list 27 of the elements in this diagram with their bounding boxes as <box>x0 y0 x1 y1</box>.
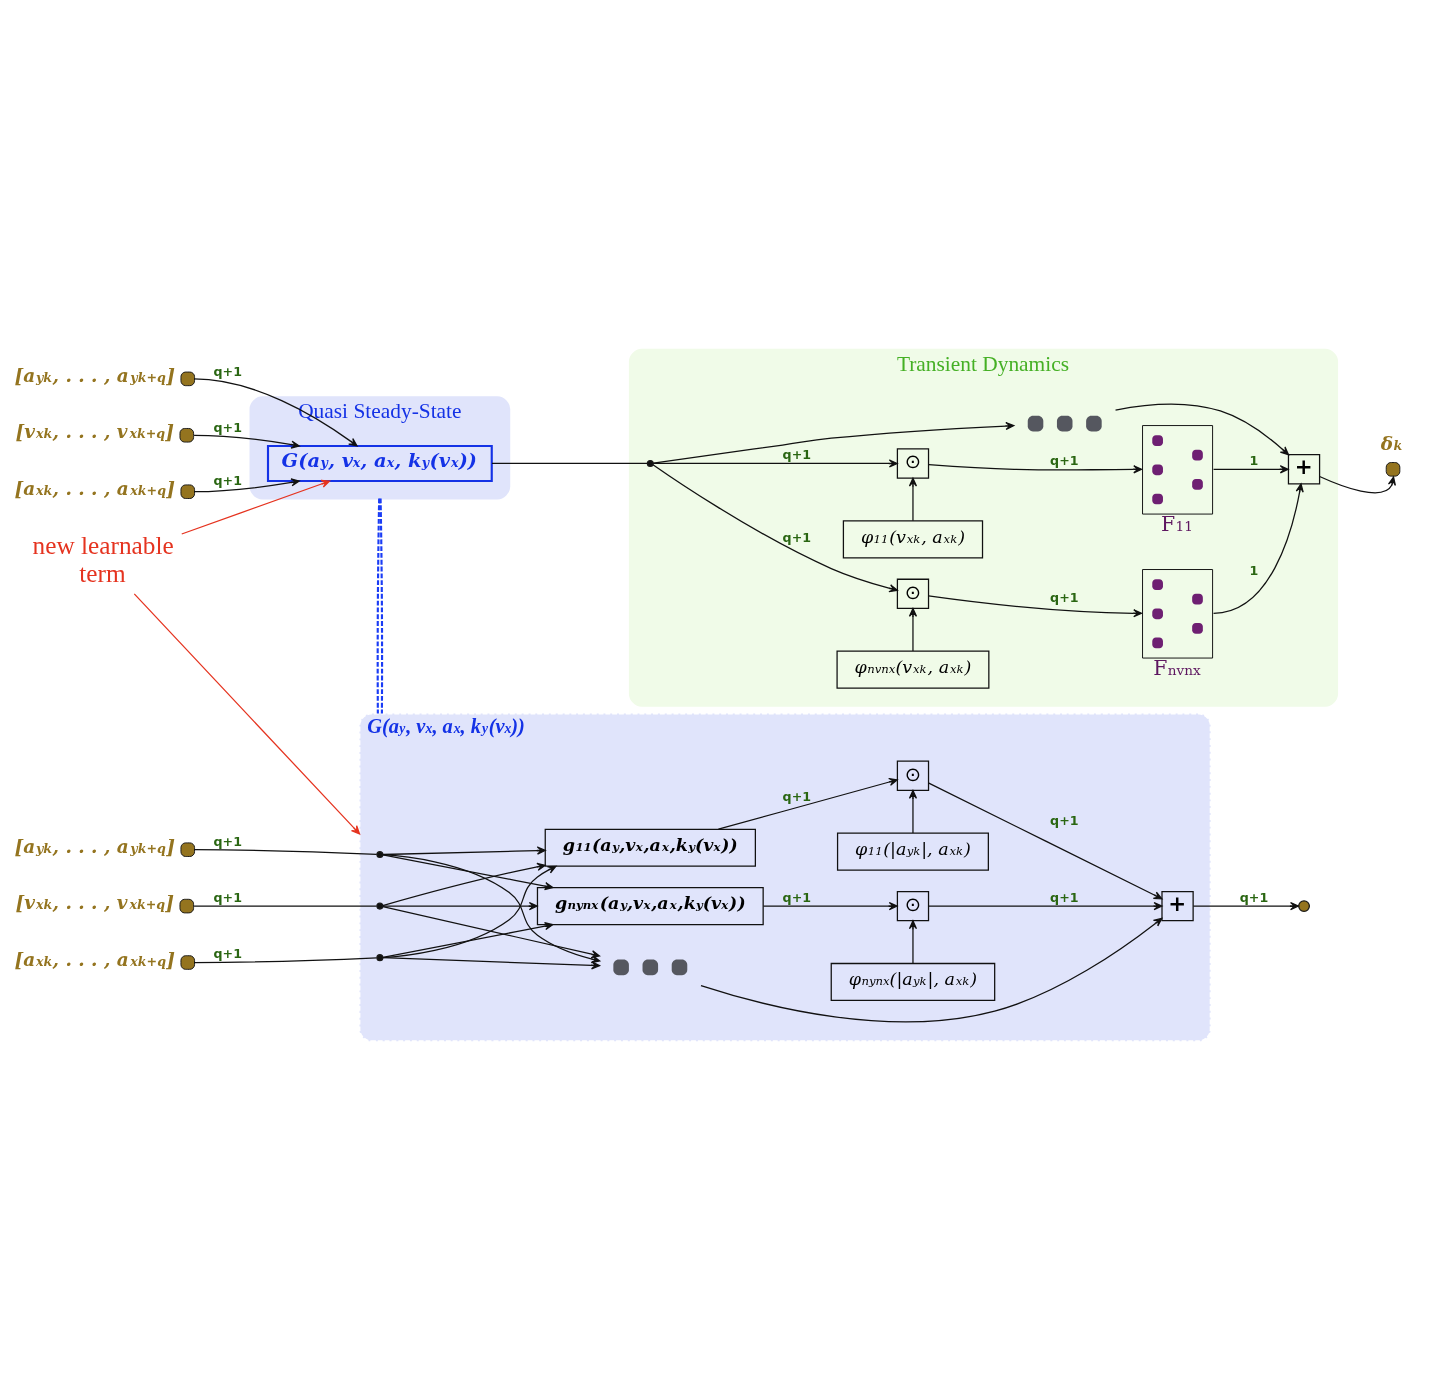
node-label: [axk, . . . , axk+q] <box>14 477 176 499</box>
node-label: Fnvnx <box>1153 655 1201 680</box>
node-label: [ayk, . . . , ayk+q] <box>14 364 176 386</box>
node-label: [ayk, . . . , ayk+q] <box>14 835 176 857</box>
edge-label: q+1 <box>213 472 242 488</box>
node-label: [vxk, . . . , vxk+q] <box>15 420 175 442</box>
node-label: [vxk, . . . , vxk+q] <box>15 891 175 913</box>
edge-label: q+1 <box>782 446 812 462</box>
edge-label: q+1 <box>1050 452 1079 468</box>
edge-label: q+1 <box>1050 589 1079 605</box>
edge-label: q+1 <box>1050 889 1079 905</box>
node-text: new learnable term <box>32 530 174 587</box>
edge-label: q+1 <box>213 889 242 905</box>
edge-label: q+1 <box>213 945 242 961</box>
edge-label: 1 <box>1249 562 1259 578</box>
edge-label: q+1 <box>782 788 812 804</box>
edge-label: q+1 <box>213 833 242 849</box>
edge-label: q+1 <box>1239 889 1269 905</box>
edge-label: q+1 <box>1050 812 1079 828</box>
edge-label: q+1 <box>782 889 812 905</box>
node-label: δk <box>1380 432 1403 454</box>
edge-label: q+1 <box>782 529 812 545</box>
node-label: [axk, . . . , axk+q] <box>14 948 176 970</box>
edge-label: q+1 <box>213 419 242 435</box>
edge-label: 1 <box>1249 452 1259 468</box>
edge-label: q+1 <box>213 363 242 379</box>
node-label: F11 <box>1161 511 1193 536</box>
